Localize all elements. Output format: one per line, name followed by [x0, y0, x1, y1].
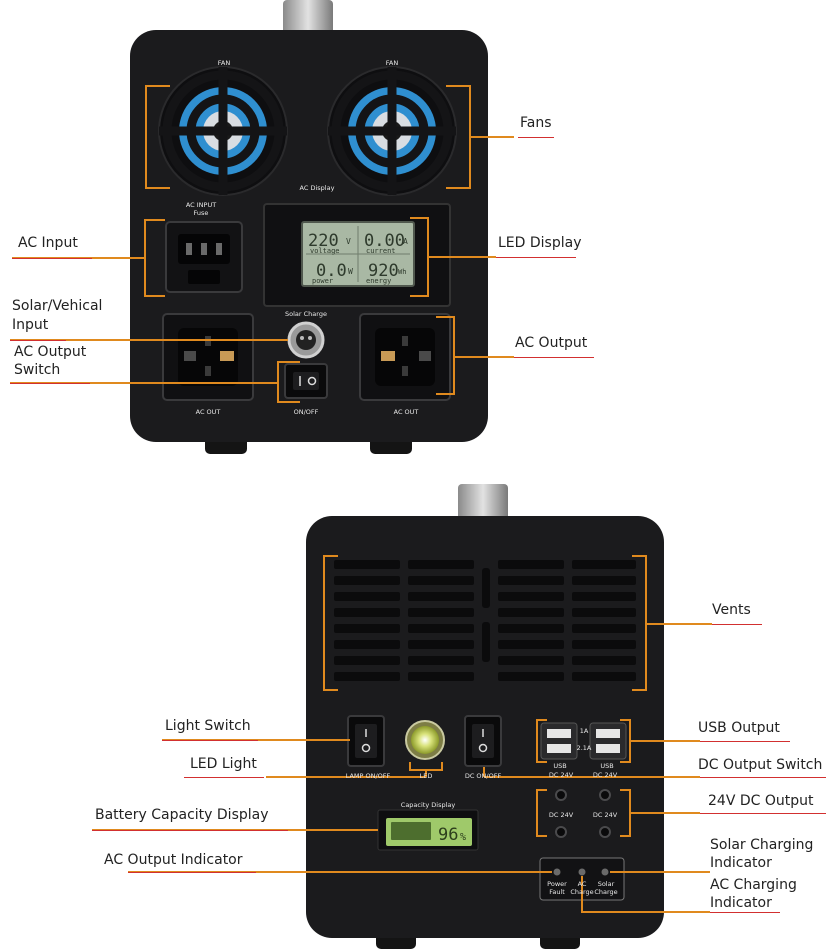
underline-led-display — [496, 257, 576, 258]
ac-input-label-line2: Fuse — [193, 209, 209, 217]
dc24v-left-label: DC 24V — [548, 811, 574, 819]
callout-solar-charging-line2: Indicator — [710, 855, 772, 871]
underline-ac-charging — [710, 912, 780, 913]
underline-24v-dc-output — [700, 813, 826, 814]
lamp-on-off-label: LAMP ON/OFF — [345, 772, 391, 780]
underline-usb-output — [700, 741, 790, 742]
usb-right-label: USB — [600, 762, 614, 770]
lamp-switch — [347, 715, 385, 767]
ac-charge-line1: AC — [577, 880, 587, 888]
callout-led-light: LED Light — [190, 756, 257, 772]
underline-battery-capacity — [92, 830, 288, 831]
led-light — [405, 720, 445, 760]
lcd-voltage-label: voltage — [310, 247, 340, 255]
callout-dc-output-switch: DC Output Switch — [698, 757, 823, 773]
usb-ports — [540, 722, 627, 760]
dc24v-top-right-label: DC 24V — [592, 771, 618, 779]
capacity-value: 96 — [438, 825, 458, 845]
callout-solar-charging-line1: Solar Charging — [710, 837, 814, 853]
underline-light-switch — [162, 740, 258, 741]
callout-vents: Vents — [712, 602, 751, 618]
capacity-lcd-readout: 96 % — [438, 825, 466, 845]
solar-charge-port — [287, 321, 325, 359]
ac-input-socket — [165, 221, 243, 293]
ac-out-right-label: AC OUT — [393, 408, 419, 416]
lcd-current-unit: A — [403, 237, 408, 246]
vent-grille — [334, 560, 636, 681]
callout-ac-output: AC Output — [515, 335, 588, 351]
front-unit — [130, 0, 488, 454]
capacity-unit: % — [460, 832, 466, 843]
callout-ac-output-switch-line2: Switch — [14, 362, 61, 378]
callout-battery-capacity: Battery Capacity Display — [95, 807, 269, 823]
callout-ac-input: AC Input — [18, 235, 78, 251]
ac-outlet-right — [359, 313, 451, 401]
fan-right-label: FAN — [385, 59, 399, 67]
lcd-energy-label: energy — [366, 277, 391, 285]
underline-ac-output-switch — [10, 383, 90, 384]
lcd-power-value: 0.0 — [316, 261, 347, 281]
usb-1a-label: 1A — [579, 727, 589, 735]
callout-ac-charging-line1: AC Charging — [710, 877, 797, 893]
callout-ac-output-switch-line1: AC Output — [14, 344, 87, 360]
fan-right — [327, 66, 457, 196]
callout-ac-output-indicator: AC Output Indicator — [104, 852, 243, 868]
ac-output-switch — [284, 363, 328, 399]
underline-solar-input — [10, 340, 66, 341]
callout-led-display: LED Display — [498, 235, 582, 251]
lcd-energy-value: 920 — [368, 261, 399, 281]
lcd-voltage-value: 220 — [308, 231, 339, 251]
underline-dc-output-switch — [700, 777, 826, 778]
solar-charge-label: Solar Charge — [285, 310, 327, 318]
solar-charge-ind-line2: Charge — [594, 888, 618, 896]
ac-lcd-readout: 220 V 0.00 A voltage current 0.0 W 920 W… — [308, 231, 408, 285]
dc-on-off-label: DC ON/OFF — [464, 772, 502, 780]
usb-21a-label: 2.1A — [576, 744, 592, 752]
back-unit — [306, 484, 664, 949]
dc24v-right-label: DC 24V — [592, 811, 618, 819]
underline-ac-input — [12, 258, 92, 259]
ac-display — [263, 203, 451, 307]
power-fault-line1: Power — [547, 880, 567, 888]
ac-input-label-line1: AC INPUT — [185, 201, 217, 209]
lcd-current-value: 0.00 — [364, 231, 405, 251]
fan-left-label: FAN — [217, 59, 231, 67]
callout-light-switch: Light Switch — [165, 718, 251, 734]
lcd-current-label: current — [366, 247, 396, 255]
underline-vents — [712, 624, 762, 625]
lcd-energy-unit: Wh — [398, 268, 406, 276]
callout-24v-dc-output: 24V DC Output — [708, 793, 814, 809]
capacity-display — [377, 809, 479, 851]
callout-solar-input-line2: Input — [12, 317, 49, 333]
fan-left — [158, 66, 288, 196]
capacity-display-label: Capacity Display — [400, 801, 456, 809]
lcd-voltage-unit: V — [346, 237, 351, 246]
led-label: LED — [419, 772, 433, 780]
ac-charge-line2: Charge — [570, 888, 594, 896]
dc24v-ports — [555, 789, 611, 838]
ac-outlet-left — [162, 313, 254, 401]
on-off-label: ON/OFF — [293, 408, 319, 416]
callout-solar-input-line1: Solar/Vehical — [12, 298, 103, 314]
underline-ac-output — [514, 357, 594, 358]
ac-out-left-label: AC OUT — [195, 408, 221, 416]
underline-led-light — [184, 777, 264, 778]
underline-ac-output-indicator — [128, 872, 256, 873]
usb-left-label: USB — [553, 762, 567, 770]
lcd-power-unit: W — [348, 267, 353, 276]
power-fault-line2: Fault — [549, 888, 565, 896]
front-handle — [283, 0, 333, 34]
solar-charge-ind-line1: Solar — [597, 880, 615, 888]
dc24v-top-left-label: DC 24V — [548, 771, 574, 779]
underline-fans — [518, 137, 554, 138]
ac-display-label: AC Display — [299, 184, 335, 192]
lcd-power-label: power — [312, 277, 333, 285]
callout-usb-output: USB Output — [698, 720, 780, 736]
callout-fans: Fans — [520, 115, 552, 131]
back-handle — [458, 484, 508, 520]
dc-switch — [464, 715, 502, 767]
callout-ac-charging-line2: Indicator — [710, 895, 772, 911]
